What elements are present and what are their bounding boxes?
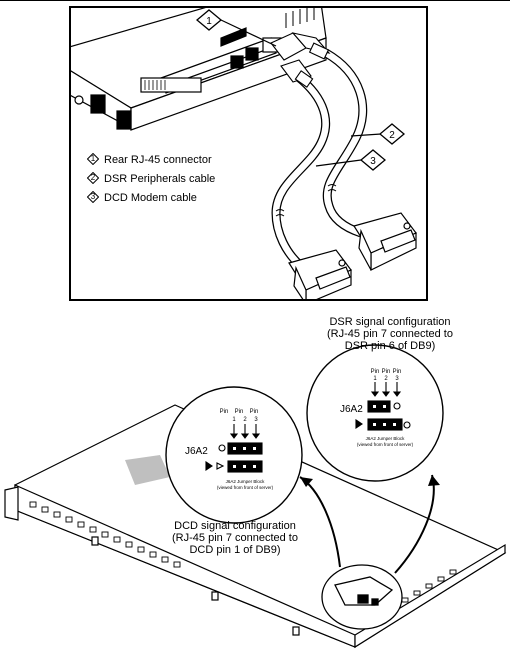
dsr-pin-word-2: Pin [382, 369, 391, 375]
dcd-block-label: J6A2 [185, 446, 208, 457]
callout-3-number: 3 [370, 156, 376, 167]
legend-text: DSR Peripherals cable [104, 173, 216, 185]
legend-item-3: 3 DCD Modem cable [87, 191, 197, 205]
legend-item-1: 1 Rear RJ-45 connector [87, 153, 212, 167]
callout-1-number: 1 [206, 16, 212, 27]
dsr-pin-number-3: 3 [395, 376, 399, 382]
legend-diamond-icon: 3 [87, 191, 99, 203]
dsr-block-label: J6A2 [340, 404, 363, 415]
dcd-modem-cable [271, 69, 331, 270]
dcd-pin-word-2: Pin [235, 409, 244, 415]
dcd-jumper-caption-1: J6A2 Jumper Block [226, 479, 266, 484]
dsr-pin-word-3: Pin [393, 369, 402, 375]
dsr-peripherals-cable [322, 49, 368, 238]
rj45-plug-upper [270, 32, 331, 61]
dsr-caption-line-3: DSR pin 6 of DB9) [344, 340, 436, 352]
dcd-caption-line-1: DCD signal configuration [174, 520, 296, 532]
dsr-jumper-block [355, 382, 411, 431]
legend-item-2: 2 DSR Peripherals cable [87, 172, 215, 186]
cable-break-marks [275, 184, 337, 217]
arrow-head-dsr [428, 475, 440, 486]
dsr-jumper-caption-2: (viewed from front of server) [357, 442, 414, 447]
callout-3-diamond [359, 149, 387, 171]
dsr-jumper-caption-1: J6A2 Jumper Block [366, 436, 406, 441]
callout-2-number: 2 [389, 130, 395, 141]
dcd-jumper-circle [165, 386, 303, 524]
dcd-pin-number-1: 1 [232, 417, 236, 423]
dsr-caption: DSR signal configuration (RJ-45 pin 7 co… [300, 316, 480, 352]
server-jumper-illustration: J6A2 Pin Pin Pin 1 2 3 J6A2 Jumper Block… [4, 344, 507, 649]
dsr-pin-number-1: 1 [373, 376, 377, 382]
cable-figure-frame: 1 2 3 1 Rear RJ-45 connector 2 DSR Perip… [69, 6, 428, 301]
callout-1-diamond [195, 9, 223, 31]
dcd-pin-number-2: 2 [243, 417, 247, 423]
arrow-head-dcd [300, 477, 313, 487]
dsr-pin-word-1: Pin [371, 369, 380, 375]
cable-illustration: 1 2 3 [71, 8, 417, 299]
dcd-caption-line-2: (RJ-45 pin 7 connected to [172, 532, 298, 544]
dsr-caption-line-1: DSR signal configuration [329, 316, 451, 328]
db9-connector-dcd [288, 249, 352, 299]
legend-diamond-icon: 2 [87, 172, 99, 184]
dcd-caption-line-3: DCD pin 1 of DB9) [189, 544, 281, 556]
board-detail-circle [321, 564, 403, 630]
callout-leaders [220, 19, 382, 167]
dcd-pin-word-1: Pin [220, 409, 229, 415]
dcd-jumper-caption-2: (viewed from front of server) [217, 485, 274, 490]
dcd-pin-number-3: 3 [254, 417, 258, 423]
dsr-pin-number-2: 2 [384, 376, 388, 382]
dsr-caption-line-2: (RJ-45 pin 7 connected to [327, 328, 453, 340]
legend-diamond-icon: 1 [87, 153, 99, 165]
dsr-jumper-circle [306, 344, 444, 482]
callout-2-diamond [378, 123, 406, 145]
jumper-figure: J6A2 Pin Pin Pin 1 2 3 J6A2 Jumper Block… [0, 305, 510, 650]
rj45-plug-lower [280, 59, 314, 88]
top-rule [0, 0, 510, 1]
db9-connector-dsr [353, 212, 417, 271]
dcd-caption: DCD signal configuration (RJ-45 pin 7 co… [150, 520, 320, 556]
legend-text: DCD Modem cable [104, 192, 197, 204]
dcd-jumper-block [205, 424, 263, 473]
dcd-pin-word-3: Pin [250, 409, 259, 415]
legend-text: Rear RJ-45 connector [104, 154, 212, 166]
